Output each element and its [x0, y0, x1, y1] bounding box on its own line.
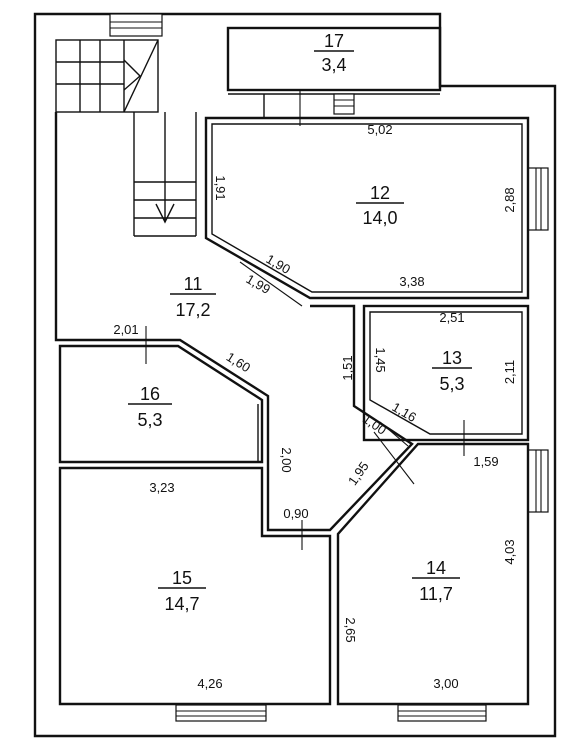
room-14-number: 14: [426, 558, 446, 578]
dim-r13-right: 2,11: [502, 360, 517, 384]
room-13-number: 13: [442, 348, 462, 368]
window-room-14: [527, 449, 549, 513]
room-14-label: 14 11,7: [412, 558, 460, 604]
room-13-label: 13 5,3: [432, 348, 472, 394]
room-11-walls: [54, 112, 414, 532]
room-12-number: 12: [370, 183, 390, 203]
room-12-area: 14,0: [362, 208, 397, 228]
dim-r14-right: 4,03: [502, 539, 517, 564]
room-15-walls: [58, 466, 332, 706]
dim-r12-top: 5,02: [367, 122, 392, 137]
dim-r12-left: 1,91: [213, 175, 228, 200]
window-top-left: [109, 13, 163, 37]
room-11-area: 17,2: [175, 300, 210, 320]
room-15-number: 15: [172, 568, 192, 588]
window-room-12: [527, 167, 549, 231]
dim-hall-diag-b: 1,95: [345, 459, 372, 488]
room-17-area: 3,4: [321, 55, 346, 75]
dim-r14-top: 1,59: [473, 454, 498, 469]
dim-hall-vertical: 1,51: [340, 355, 355, 380]
room-14-area: 11,7: [419, 584, 453, 604]
room-17-label: 17 3,4: [314, 31, 354, 75]
dim-r12-bottom: 3,38: [399, 274, 424, 289]
dim-r13-diag: 1,16: [390, 399, 419, 425]
room-16-number: 16: [140, 384, 160, 404]
staircase: [55, 39, 197, 237]
room-12-walls: [204, 116, 530, 300]
dim-r13-left: 1,45: [373, 347, 388, 372]
dim-r16-top: 2,01: [113, 322, 138, 337]
room-13-area: 5,3: [439, 374, 464, 394]
room-14-walls: [336, 442, 530, 706]
dim-r15-bottom: 4,26: [197, 676, 222, 691]
window-room-14-bottom: [397, 704, 487, 722]
dim-r14-bottom: 3,00: [433, 676, 458, 691]
window-room-17: [333, 93, 355, 115]
room-16-label: 16 5,3: [128, 384, 172, 430]
dim-r14-left: 2,65: [343, 617, 358, 642]
room-16-area: 5,3: [137, 410, 162, 430]
dim-hall-bottom: 0,90: [283, 506, 308, 521]
room-17-number: 17: [324, 31, 344, 51]
dim-hall-lower-vertical: 2,00: [279, 447, 294, 472]
room-15-label: 15 14,7: [158, 568, 206, 614]
window-room-15: [175, 704, 267, 722]
dimension-lines: [145, 90, 465, 550]
room-13-walls: [362, 304, 530, 442]
outer-walls: [33, 12, 557, 738]
room-11-label: 11 17,2: [170, 274, 216, 320]
dim-r13-top: 2,51: [439, 310, 464, 325]
room-12-label: 12 14,0: [356, 183, 404, 228]
dim-r15-top: 3,23: [149, 480, 174, 495]
room-11-number: 11: [184, 274, 203, 294]
windows: [109, 13, 549, 722]
room-17-walls: [226, 26, 442, 92]
room-16-walls: [58, 344, 264, 464]
room-15-area: 14,7: [164, 594, 199, 614]
dim-r12-right: 2,88: [502, 187, 517, 212]
